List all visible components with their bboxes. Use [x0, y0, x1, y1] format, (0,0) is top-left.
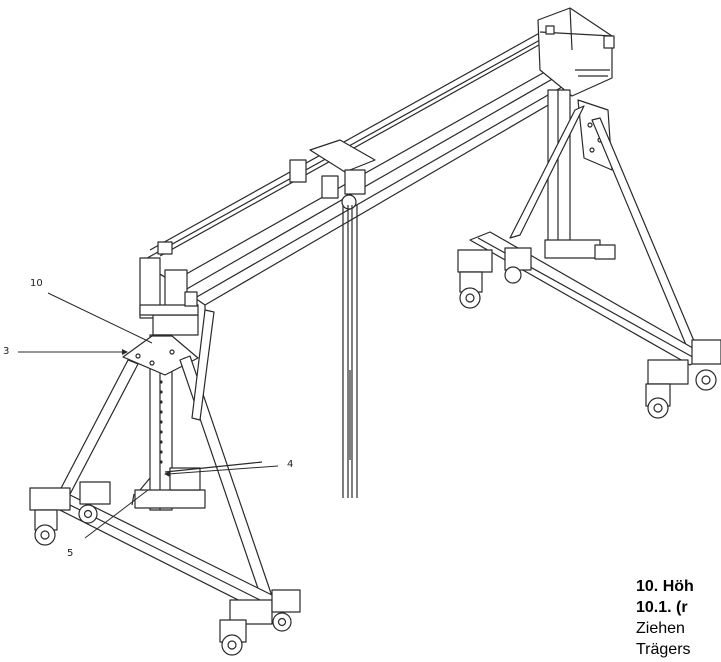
callout-5: 5	[67, 548, 74, 559]
trolley	[289, 139, 376, 498]
caster-rear-left	[219, 599, 273, 656]
leader-lines	[18, 292, 279, 539]
subsection-heading: 10.1. (r	[636, 599, 688, 616]
caster-right-far-1	[645, 359, 689, 419]
right-leg	[457, 89, 721, 419]
callout-4: 4	[287, 459, 294, 470]
body-line-2: Trägers	[636, 641, 691, 658]
main-beam	[139, 29, 606, 325]
caster-right-far-2	[691, 339, 721, 391]
callout-10: 10	[30, 278, 43, 289]
caster-rear-right	[271, 589, 301, 632]
body-line-1: Ziehen	[636, 620, 685, 637]
left-leg	[29, 309, 301, 656]
section-heading: 10. Höh	[636, 578, 694, 595]
callout-3: 3	[3, 346, 10, 357]
instruction-text: 10. Höh 10.1. (r Ziehen Trägers	[636, 576, 721, 660]
caster-front-right	[78, 481, 111, 524]
caster-front-left	[29, 487, 71, 546]
right-end-block	[537, 7, 615, 97]
left-end-block	[139, 241, 199, 336]
caster-right-front	[457, 249, 493, 309]
caster-right-back	[504, 247, 532, 284]
